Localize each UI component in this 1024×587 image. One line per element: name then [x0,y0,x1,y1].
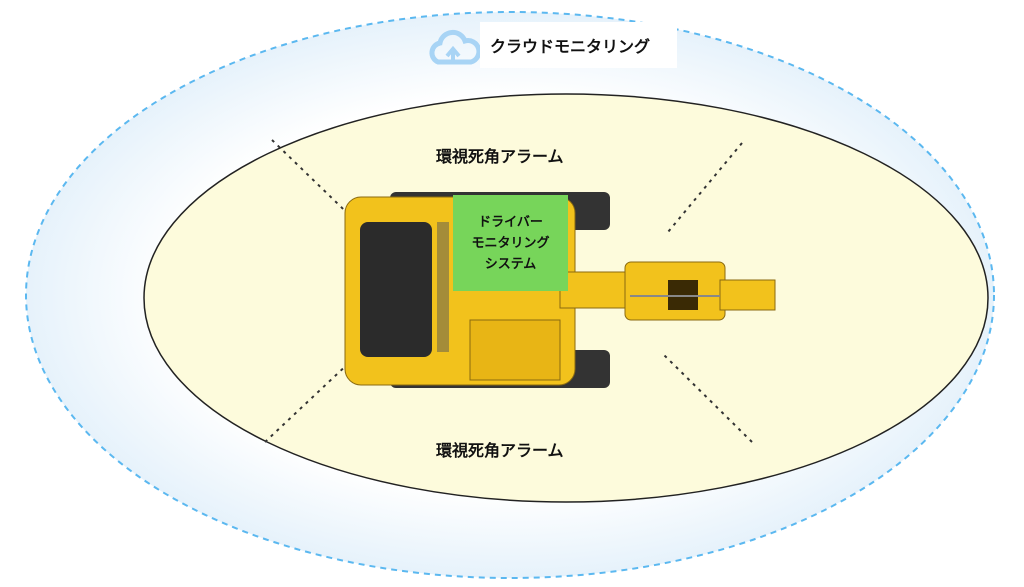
blind-spot-alarm-top-label: 環視死角アラーム [436,147,564,166]
cloud-monitoring-label: クラウドモニタリング [480,22,677,68]
blind-spot-alarm-bottom-label: 環視死角アラーム [436,441,564,460]
cloud-monitoring-text: クラウドモニタリング [490,37,651,56]
dms-line: ドライバー [478,214,543,230]
dms-line: モニタリング [471,235,550,251]
driver-monitoring-system-box: ドライバー モニタリング システム [453,195,568,291]
cloud-upload-icon [429,29,482,65]
dms-line: システム [484,256,537,272]
